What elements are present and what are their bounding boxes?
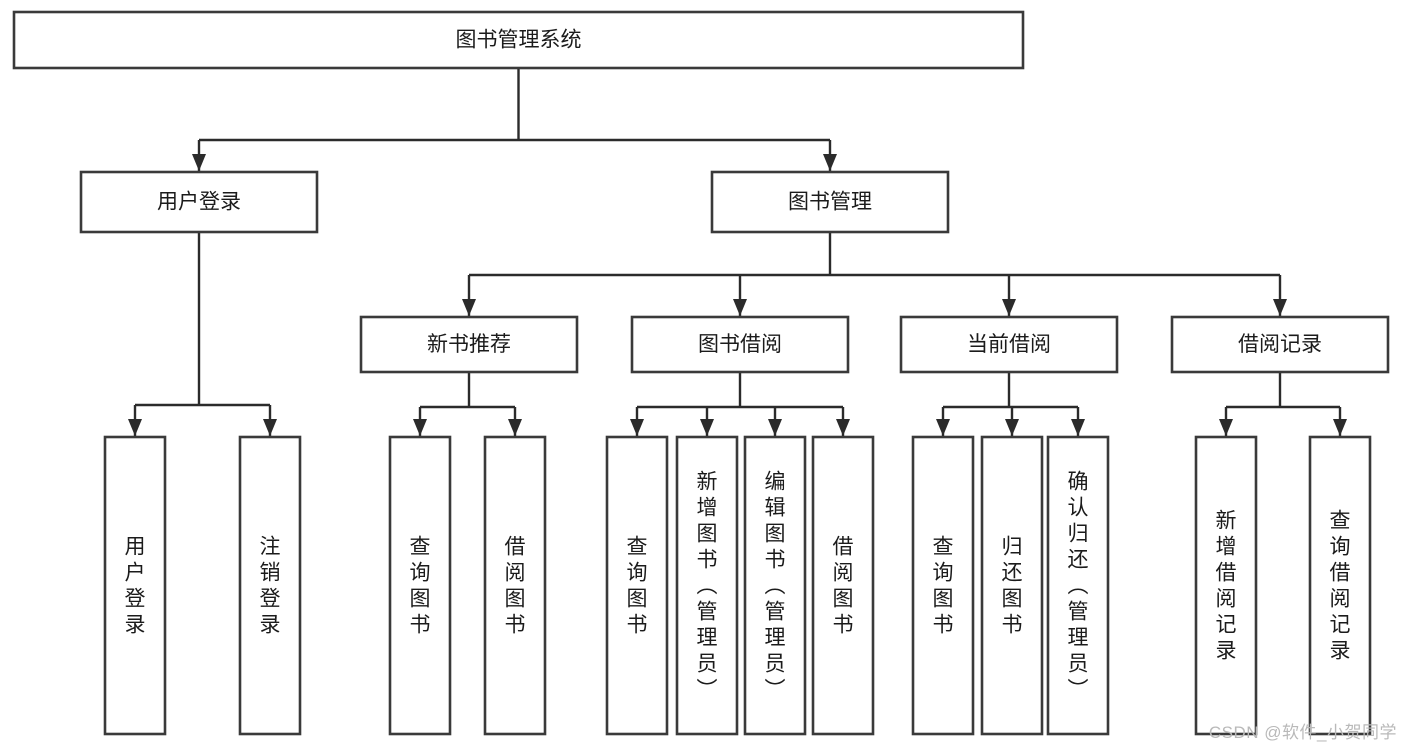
arrow-head-icon <box>823 154 837 171</box>
root-node-book-management-system-box[interactable] <box>12 10 1025 70</box>
leaf-node-7[interactable]: 编辑图书︵管理员︶ <box>743 435 807 736</box>
level2-node-2-label: 图书管理 <box>788 191 872 214</box>
arrow-head-icon <box>936 419 950 436</box>
leaf-node-3-box[interactable] <box>388 435 452 736</box>
arrow-head-icon <box>836 419 850 436</box>
leaf-node-5[interactable]: 查询图书 <box>605 435 669 736</box>
leaf-node-2-box[interactable] <box>238 435 302 736</box>
leaf-node-1-label: 用户登录 <box>125 536 146 637</box>
leaf-node-2-label: 注销登录 <box>260 536 281 637</box>
level3-node-2-box[interactable] <box>630 315 850 374</box>
leaf-node-9[interactable]: 查询图书 <box>911 435 975 736</box>
leaf-node-5-box[interactable] <box>605 435 669 736</box>
leaf-node-10-box[interactable] <box>980 435 1044 736</box>
arrow-head-icon <box>462 299 476 316</box>
leaf-node-8[interactable]: 借阅图书 <box>811 435 875 736</box>
arrow-head-icon <box>263 419 277 436</box>
level2-node-2[interactable]: 图书管理 <box>710 170 950 234</box>
leaf-node-9-label: 查询图书 <box>933 536 954 637</box>
root-node-book-management-system[interactable]: 图书管理系统 <box>12 10 1025 70</box>
arrow-head-icon <box>413 419 427 436</box>
level2-node-1-box[interactable] <box>79 170 319 234</box>
arrow-head-icon <box>1071 419 1085 436</box>
leaf-node-4-label: 借阅图书 <box>505 536 526 637</box>
leaf-node-12[interactable]: 新增借阅记录 <box>1194 435 1258 736</box>
leaf-node-11-label: 确认归还︵管理员︶ <box>1068 471 1089 702</box>
level2-node-1[interactable]: 用户登录 <box>79 170 319 234</box>
level2-node-1-label: 用户登录 <box>157 191 241 214</box>
leaf-node-8-label: 借阅图书 <box>833 536 854 637</box>
leaf-node-3[interactable]: 查询图书 <box>388 435 452 736</box>
level3-node-4-box[interactable] <box>1170 315 1390 374</box>
level3-node-1-box[interactable] <box>359 315 579 374</box>
level2-node-2-box[interactable] <box>710 170 950 234</box>
leaf-node-7-label: 编辑图书︵管理员︶ <box>765 471 786 702</box>
leaf-node-13-box[interactable] <box>1308 435 1372 736</box>
leaf-node-7-box[interactable] <box>743 435 807 736</box>
leaf-node-12-box[interactable] <box>1194 435 1258 736</box>
leaf-node-8-box[interactable] <box>811 435 875 736</box>
arrow-head-icon <box>128 419 142 436</box>
leaf-node-6[interactable]: 新增图书︵管理员︶ <box>675 435 739 736</box>
leaf-node-13-label: 查询借阅记录 <box>1330 510 1351 663</box>
leaf-node-1[interactable]: 用户登录 <box>103 435 167 736</box>
level3-node-3[interactable]: 当前借阅 <box>899 315 1119 374</box>
leaf-node-6-label: 新增图书︵管理员︶ <box>697 471 718 702</box>
leaf-node-5-label: 查询图书 <box>627 536 648 637</box>
leaf-node-10[interactable]: 归还图书 <box>980 435 1044 736</box>
arrow-head-icon <box>1219 419 1233 436</box>
leaf-node-11[interactable]: 确认归还︵管理员︶ <box>1046 435 1110 736</box>
level3-node-4-label: 借阅记录 <box>1238 333 1322 356</box>
leaf-node-4-box[interactable] <box>483 435 547 736</box>
leaf-node-1-box[interactable] <box>103 435 167 736</box>
leaf-node-13[interactable]: 查询借阅记录 <box>1308 435 1372 736</box>
arrow-head-icon <box>768 419 782 436</box>
leaf-node-3-label: 查询图书 <box>410 536 431 637</box>
watermark-text: CSDN @软件_小贺同学 <box>1208 723 1397 742</box>
leaf-node-9-box[interactable] <box>911 435 975 736</box>
arrow-head-icon <box>508 419 522 436</box>
arrow-head-icon <box>192 154 206 171</box>
level3-node-1[interactable]: 新书推荐 <box>359 315 579 374</box>
level3-node-2-label: 图书借阅 <box>698 333 782 356</box>
connectors-layer <box>128 68 1347 436</box>
arrow-head-icon <box>1273 299 1287 316</box>
leaf-node-10-label: 归还图书 <box>1002 536 1023 637</box>
leaf-node-2[interactable]: 注销登录 <box>238 435 302 736</box>
level3-node-1-label: 新书推荐 <box>427 333 511 356</box>
arrow-head-icon <box>630 419 644 436</box>
leaf-node-11-box[interactable] <box>1046 435 1110 736</box>
leaf-node-12-label: 新增借阅记录 <box>1216 510 1237 663</box>
arrow-head-icon <box>1333 419 1347 436</box>
level3-node-4[interactable]: 借阅记录 <box>1170 315 1390 374</box>
level3-node-3-label: 当前借阅 <box>967 333 1051 356</box>
root-node-book-management-system-label: 图书管理系统 <box>456 29 582 52</box>
nodes-layer: 图书管理系统用户登录图书管理新书推荐图书借阅当前借阅借阅记录用户登录注销登录查询… <box>12 10 1390 736</box>
arrow-head-icon <box>700 419 714 436</box>
level3-node-3-box[interactable] <box>899 315 1119 374</box>
arrow-head-icon <box>1002 299 1016 316</box>
level3-node-2[interactable]: 图书借阅 <box>630 315 850 374</box>
leaf-node-4[interactable]: 借阅图书 <box>483 435 547 736</box>
arrow-head-icon <box>1005 419 1019 436</box>
leaf-node-6-box[interactable] <box>675 435 739 736</box>
arrow-head-icon <box>733 299 747 316</box>
